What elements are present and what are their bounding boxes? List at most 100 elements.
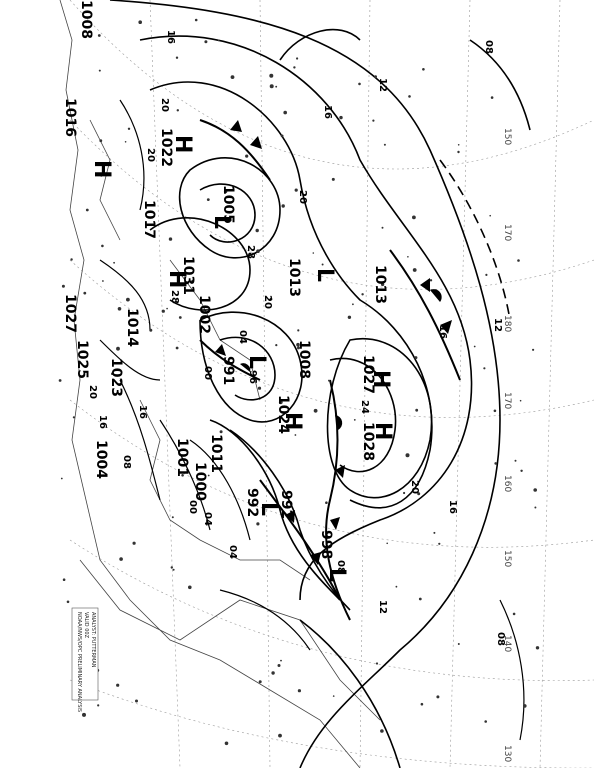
longitude-label: 130 [502, 745, 512, 762]
station-dot [457, 643, 460, 645]
station-dot [204, 40, 208, 44]
station-dot [414, 356, 418, 360]
longitude-label: 170 [502, 224, 512, 241]
station-dot [297, 346, 300, 350]
station-dot [489, 214, 492, 217]
station-dot [417, 492, 421, 496]
station-dot [494, 462, 498, 465]
station-dot [245, 154, 249, 158]
isobar-label: 96 [247, 370, 258, 384]
low-center-pressure: 1000 [192, 462, 208, 501]
station-dot [124, 141, 127, 143]
station-dot [83, 291, 87, 295]
longitude-label: 160 [502, 475, 512, 492]
station-dot [138, 20, 142, 25]
station-dot [269, 297, 273, 301]
low-center-pressure: 992 [244, 488, 260, 517]
longitude-labels: 150 170 180 170 160 150 140 130 [502, 128, 512, 762]
high-center-pressure: 1027 [62, 294, 78, 333]
low-center-pressure: 1005 [220, 185, 236, 224]
station-dot [485, 273, 488, 276]
isobar-label: 04 [237, 330, 248, 344]
station-dot [372, 119, 375, 122]
station-dot [490, 96, 494, 99]
station-dot [85, 208, 89, 212]
cold-front-tooth [335, 465, 345, 478]
station-dot [313, 408, 318, 413]
warm-front-bump [240, 363, 251, 372]
station-dot [62, 578, 66, 581]
station-dot [60, 477, 63, 480]
station-dot [113, 261, 115, 264]
station-dot [358, 82, 361, 86]
low-center-symbol: L [312, 268, 337, 282]
station-dot [99, 139, 103, 143]
station-dot [256, 249, 260, 253]
station-dot [296, 342, 300, 347]
longitude-label: 150 [502, 128, 512, 145]
station-dot [523, 704, 527, 708]
isobar-label: 08 [483, 40, 494, 54]
station-dot [297, 329, 300, 332]
station-dot [532, 348, 535, 351]
station-dot [116, 683, 120, 687]
station-dot [332, 695, 335, 697]
station-dot [533, 488, 537, 492]
station-dot [223, 189, 228, 194]
isobar-high-1028 [326, 337, 433, 499]
low-center-symbol: L [209, 215, 234, 229]
station-dot [328, 379, 330, 382]
station-dot [58, 379, 62, 382]
station-dot [412, 215, 416, 220]
station-dot [412, 268, 417, 272]
isobar-label: 28 [169, 290, 180, 304]
station-dot [519, 399, 522, 402]
station-dot [117, 307, 122, 311]
isobar-label: 12 [377, 78, 388, 92]
isobar-label: 12 [492, 318, 503, 332]
station-dot [219, 430, 223, 434]
isobar-label: 08 [495, 632, 506, 646]
station-dot [217, 39, 220, 42]
isobar-label: 16 [137, 405, 148, 419]
isobar-label: 16 [437, 325, 448, 339]
low-center-pressure: 1013 [372, 265, 388, 304]
station-dot [256, 522, 260, 526]
station-dot [168, 237, 173, 241]
isobar-label: 20 [297, 190, 308, 204]
station-dot [457, 144, 460, 146]
station-dot [119, 557, 123, 561]
station-dot [224, 741, 229, 746]
longitude-label: 150 [502, 550, 512, 567]
station-dot [257, 386, 262, 390]
station-dot [275, 344, 278, 347]
isobar-label: 16 [447, 500, 458, 514]
low-center-pressure: 1025 [74, 340, 90, 379]
station-dot [405, 453, 410, 458]
low-center-pressure: 1023 [108, 358, 124, 397]
station-dot [473, 345, 476, 348]
pressure-centers: H 1022 H 1031 H 1027 H 1024 H 1028 H 101… [62, 0, 395, 582]
station-dot [361, 293, 364, 296]
warm-front-bump [335, 415, 343, 430]
graticule [69, 0, 594, 768]
cold-front-tooth [330, 517, 340, 530]
isobar-label: 20 [145, 148, 156, 162]
high-center-symbol: H [164, 270, 189, 288]
station-dot [433, 531, 436, 534]
isobar-label: 00 [202, 366, 213, 380]
station-dot [172, 568, 175, 571]
station-dot [280, 659, 282, 662]
station-dot [111, 372, 114, 376]
station-dot [420, 702, 424, 706]
high-center-pressure: 1024 [275, 395, 291, 434]
station-dot [275, 85, 278, 88]
low-center-pressure: 1013 [286, 258, 302, 297]
station-dot [386, 542, 389, 545]
station-dot [255, 228, 259, 233]
cold-front-tooth [440, 320, 452, 334]
low-center-pressure: 1008 [296, 340, 312, 379]
station-dot [72, 416, 75, 419]
station-dot [517, 259, 520, 262]
station-dot [294, 434, 297, 436]
